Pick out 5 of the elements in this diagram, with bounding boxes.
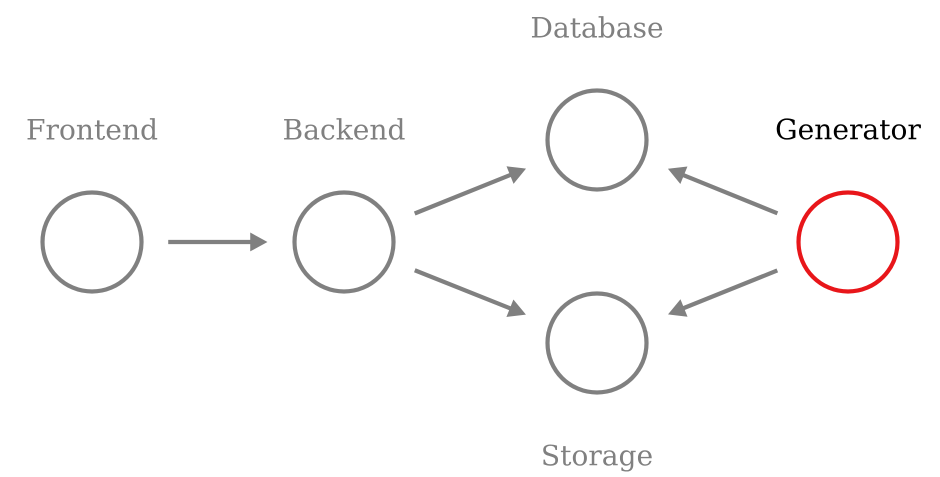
node-label: Frontend bbox=[28, 118, 158, 140]
node-label: Database bbox=[532, 16, 662, 38]
node-label: Generator bbox=[776, 118, 921, 140]
node-label: Backend bbox=[284, 118, 405, 140]
node-label: Storage bbox=[543, 444, 652, 472]
